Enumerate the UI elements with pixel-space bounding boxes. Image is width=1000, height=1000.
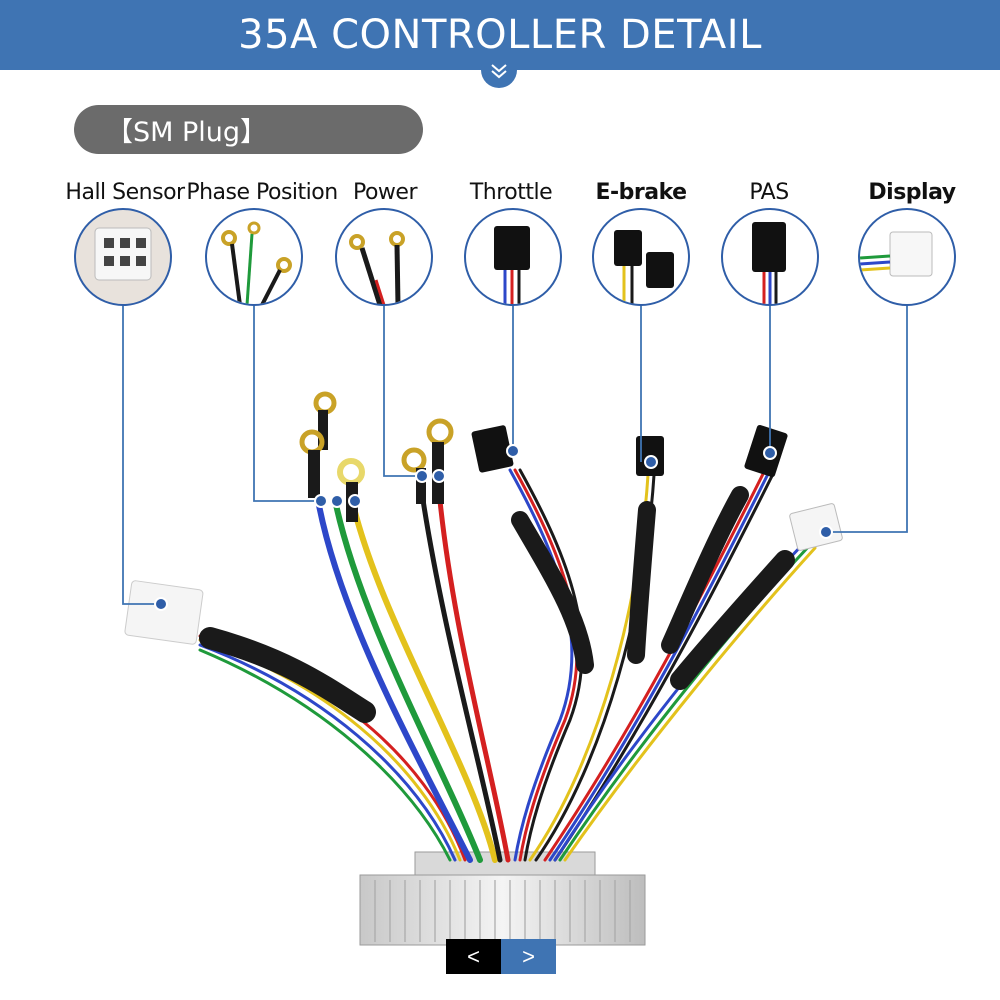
label-e-brake: E-brake: [595, 180, 687, 205]
throttle-plug-icon: [464, 208, 562, 306]
label-power: Power: [352, 180, 418, 205]
throttle-connector: [471, 425, 514, 473]
page-title: 35A CONTROLLER DETAIL: [238, 12, 762, 58]
label-throttle: Throttle: [469, 180, 553, 205]
label-phase-position: Phase Position: [186, 180, 338, 205]
double-chevron-down-icon: [491, 64, 507, 79]
pas-plug-icon: [721, 208, 819, 306]
display-plug-icon: [858, 208, 956, 306]
previous-button[interactable]: <: [446, 939, 501, 974]
chevron-left-icon: <: [467, 943, 480, 969]
sm-plug-pill: 【SM Plug】: [74, 105, 423, 154]
next-button[interactable]: >: [501, 939, 556, 974]
callout-lines: [122, 304, 908, 605]
label-pas: PAS: [749, 180, 789, 205]
sm-plug-label: 【SM Plug】: [106, 117, 268, 148]
power-ring-terminal-icon: [335, 208, 433, 306]
phase-ring-terminal-icon: [205, 208, 303, 306]
phase-ring-terminals: [299, 391, 365, 522]
display-connector: [789, 503, 843, 551]
controller-box: [359, 851, 646, 946]
chevron-right-icon: >: [522, 943, 535, 969]
power-ring-terminals: [401, 418, 454, 504]
label-display: Display: [868, 180, 956, 205]
hall-sensor-plug-icon: [74, 208, 172, 306]
hall-sensor-connector: [124, 580, 204, 645]
header-banner: 35A CONTROLLER DETAIL: [0, 0, 1000, 70]
scroll-down-badge[interactable]: [481, 60, 517, 88]
e-brake-plug-icon: [592, 208, 690, 306]
callout-dots: [154, 444, 833, 611]
wire-bundle: [198, 468, 817, 863]
label-hall-sensor: Hall Sensor: [65, 180, 185, 205]
